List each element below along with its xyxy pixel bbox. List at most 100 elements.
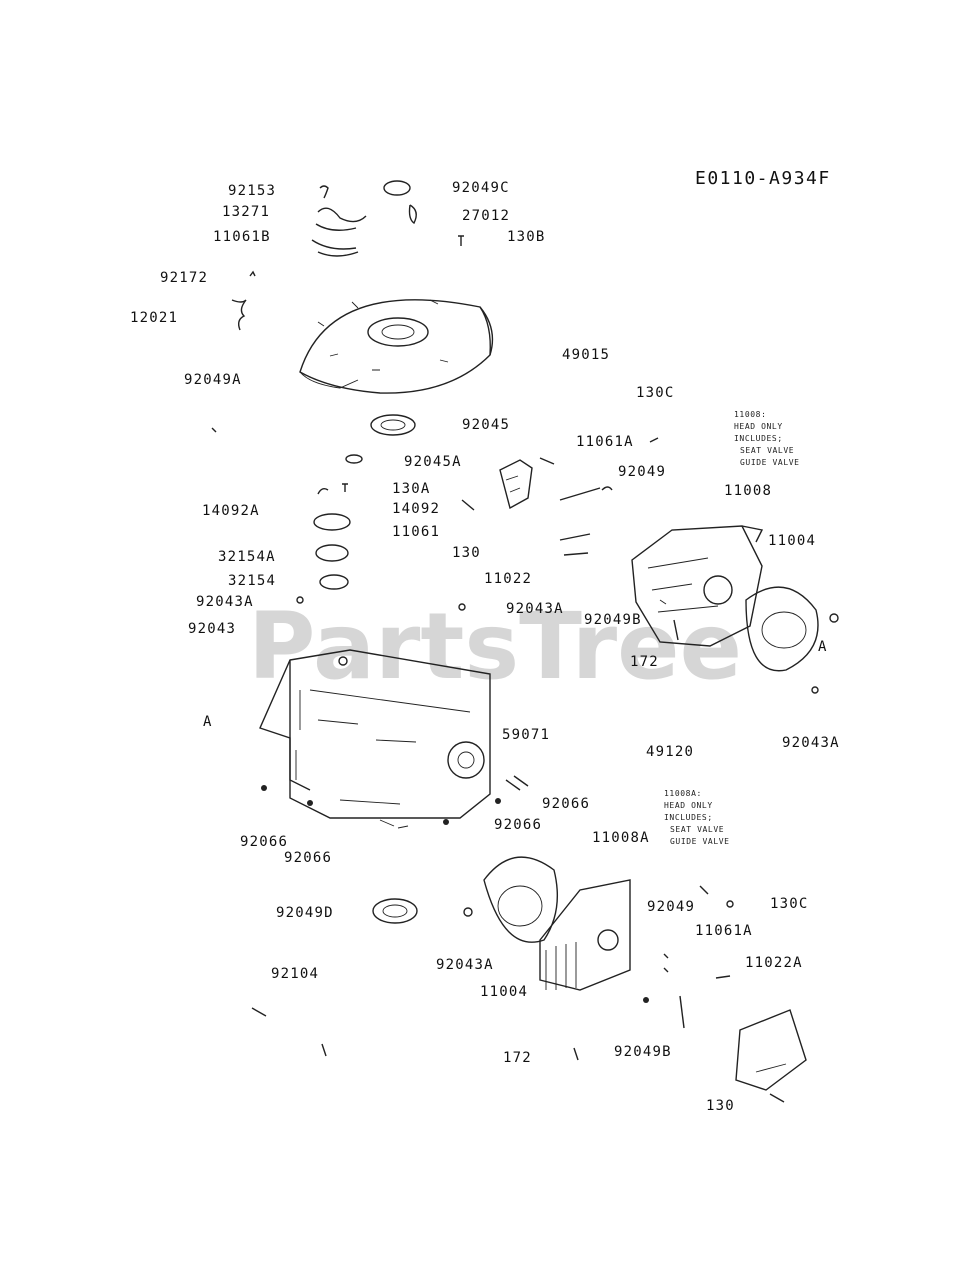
note-upper-line: HEAD ONLY (734, 422, 783, 431)
spring-part-12021 (231, 299, 247, 331)
screw-part-92104 (251, 1007, 327, 1057)
label-92104: 92104 (271, 966, 319, 982)
label-130A: 130A (392, 481, 431, 497)
label-32154A: 32154A (218, 549, 276, 565)
rocker-cover-part-92049B-lower (679, 995, 807, 1103)
label-11061: 11061 (392, 524, 440, 540)
piston-part-32154A (315, 544, 349, 562)
bolt-part-130A (342, 483, 348, 492)
screw-part-130 (461, 499, 475, 511)
label-92045A: 92045A (404, 454, 462, 470)
note-upper: 11008: HEAD ONLY INCLUDES; SEAT VALVE GU… (734, 410, 800, 467)
cylinder-head-part-11004-lower (539, 879, 631, 991)
label-92049-lower: 92049 (647, 899, 695, 915)
label-11061B: 11061B (213, 229, 271, 245)
diagram-code: E0110-A934F (695, 168, 831, 189)
label-130C-lower: 130C (770, 896, 809, 912)
note-lower-line: SEAT VALVE (670, 825, 724, 834)
cylinder-head-part-11004 (631, 525, 764, 647)
label-27012: 27012 (462, 208, 510, 224)
label-92153: 92153 (228, 183, 276, 199)
note-upper-line: SEAT VALVE (740, 446, 794, 455)
small-bolt-part-92172 (249, 270, 256, 277)
washer-part-92066-set (261, 785, 501, 825)
label-49015: 49015 (562, 347, 610, 363)
bolt-part-130B (458, 235, 464, 246)
label-172-lower: 172 (503, 1050, 532, 1066)
label-32154: 32154 (228, 573, 276, 589)
ring-part-92045A (345, 454, 363, 464)
label-11008: 11008 (724, 483, 772, 499)
label-12021: 12021 (130, 310, 178, 326)
label-92043A-lower: 92043A (436, 957, 494, 973)
label-92043: 92043 (188, 621, 236, 637)
note-lower-line: GUIDE VALVE (670, 837, 730, 846)
bracket-part-11061B (311, 239, 359, 257)
bolt-part-92153 (319, 185, 329, 199)
label-92043A-left: 92043A (196, 594, 254, 610)
label-92049A: 92049A (184, 372, 242, 388)
part-labels: 92153 92049C 13271 27012 11061B 130B 921… (130, 180, 840, 1114)
gasket-part-92043A-lower (463, 856, 559, 943)
seal-part-92045 (370, 414, 416, 436)
label-92049C: 92049C (452, 180, 510, 196)
bracket-part-11061A (499, 457, 555, 510)
link-part-27012 (408, 204, 417, 225)
washer-part-92049-lower (699, 885, 734, 908)
crankcase-part-59071 (259, 649, 491, 829)
pushrod-part-11022 (559, 487, 601, 556)
label-92066-b: 92066 (494, 817, 542, 833)
oil-seal-part-92049D (372, 898, 418, 924)
label-11061A: 11061A (576, 434, 634, 450)
label-14092: 14092 (392, 501, 440, 517)
note-upper-line: INCLUDES; (734, 434, 783, 443)
label-11008A: 11008A (592, 830, 650, 846)
label-172-upper: 172 (630, 654, 659, 670)
key-part-92049A (211, 427, 217, 433)
label-92043A-mid: 92043A (506, 601, 564, 617)
screw-part-130C-upper (649, 437, 659, 443)
label-130C: 130C (636, 385, 675, 401)
label-59071: 59071 (502, 727, 550, 743)
label-130B: 130B (507, 229, 546, 245)
label-A-left: A (203, 714, 213, 730)
washer-part-92049-upper (601, 486, 613, 491)
spring-clip-part-13271 (315, 207, 367, 231)
label-92049B-upper: 92049B (584, 612, 642, 628)
note-upper-line: 11008: (734, 410, 767, 419)
label-11004: 11004 (768, 533, 816, 549)
label-11022A: 11022A (745, 955, 803, 971)
piston-part-32154 (319, 574, 349, 590)
flywheel-part-49015 (299, 299, 494, 394)
label-92049B-lower: 92049B (614, 1044, 672, 1060)
label-92049: 92049 (618, 464, 666, 480)
label-92172: 92172 (160, 270, 208, 286)
label-14092A: 14092A (202, 503, 260, 519)
label-92043A-right: 92043A (782, 735, 840, 751)
washer-part-92043A-mid (458, 599, 667, 611)
label-11022: 11022 (484, 571, 532, 587)
washer-part-92049C (383, 180, 411, 196)
label-130: 130 (452, 545, 481, 561)
pushrod-part-11022A (663, 953, 731, 979)
washer-part-92043A-left (296, 596, 304, 604)
label-92066-a: 92066 (542, 796, 590, 812)
pin-part-172-lower (573, 1047, 579, 1061)
camshaft-part-49120 (505, 775, 529, 791)
label-13271: 13271 (222, 204, 270, 220)
label-A-right: A (818, 639, 828, 655)
label-92049D: 92049D (276, 905, 334, 921)
pin-part-172-upper (673, 619, 679, 641)
label-11061A-lower: 11061A (695, 923, 753, 939)
washer-part-92043A-right (811, 613, 839, 694)
label-49120: 49120 (646, 744, 694, 760)
note-lower-line: HEAD ONLY (664, 801, 713, 810)
part-drawings (211, 180, 839, 1103)
note-lower-line: 11008A: (664, 789, 702, 798)
label-92045: 92045 (462, 417, 510, 433)
note-upper-line: GUIDE VALVE (740, 458, 800, 467)
gasket-part-92049B-upper (745, 586, 819, 672)
note-lower: 11008A: HEAD ONLY INCLUDES; SEAT VALVE G… (664, 789, 730, 846)
piston-ring-part-14092A (313, 487, 351, 531)
